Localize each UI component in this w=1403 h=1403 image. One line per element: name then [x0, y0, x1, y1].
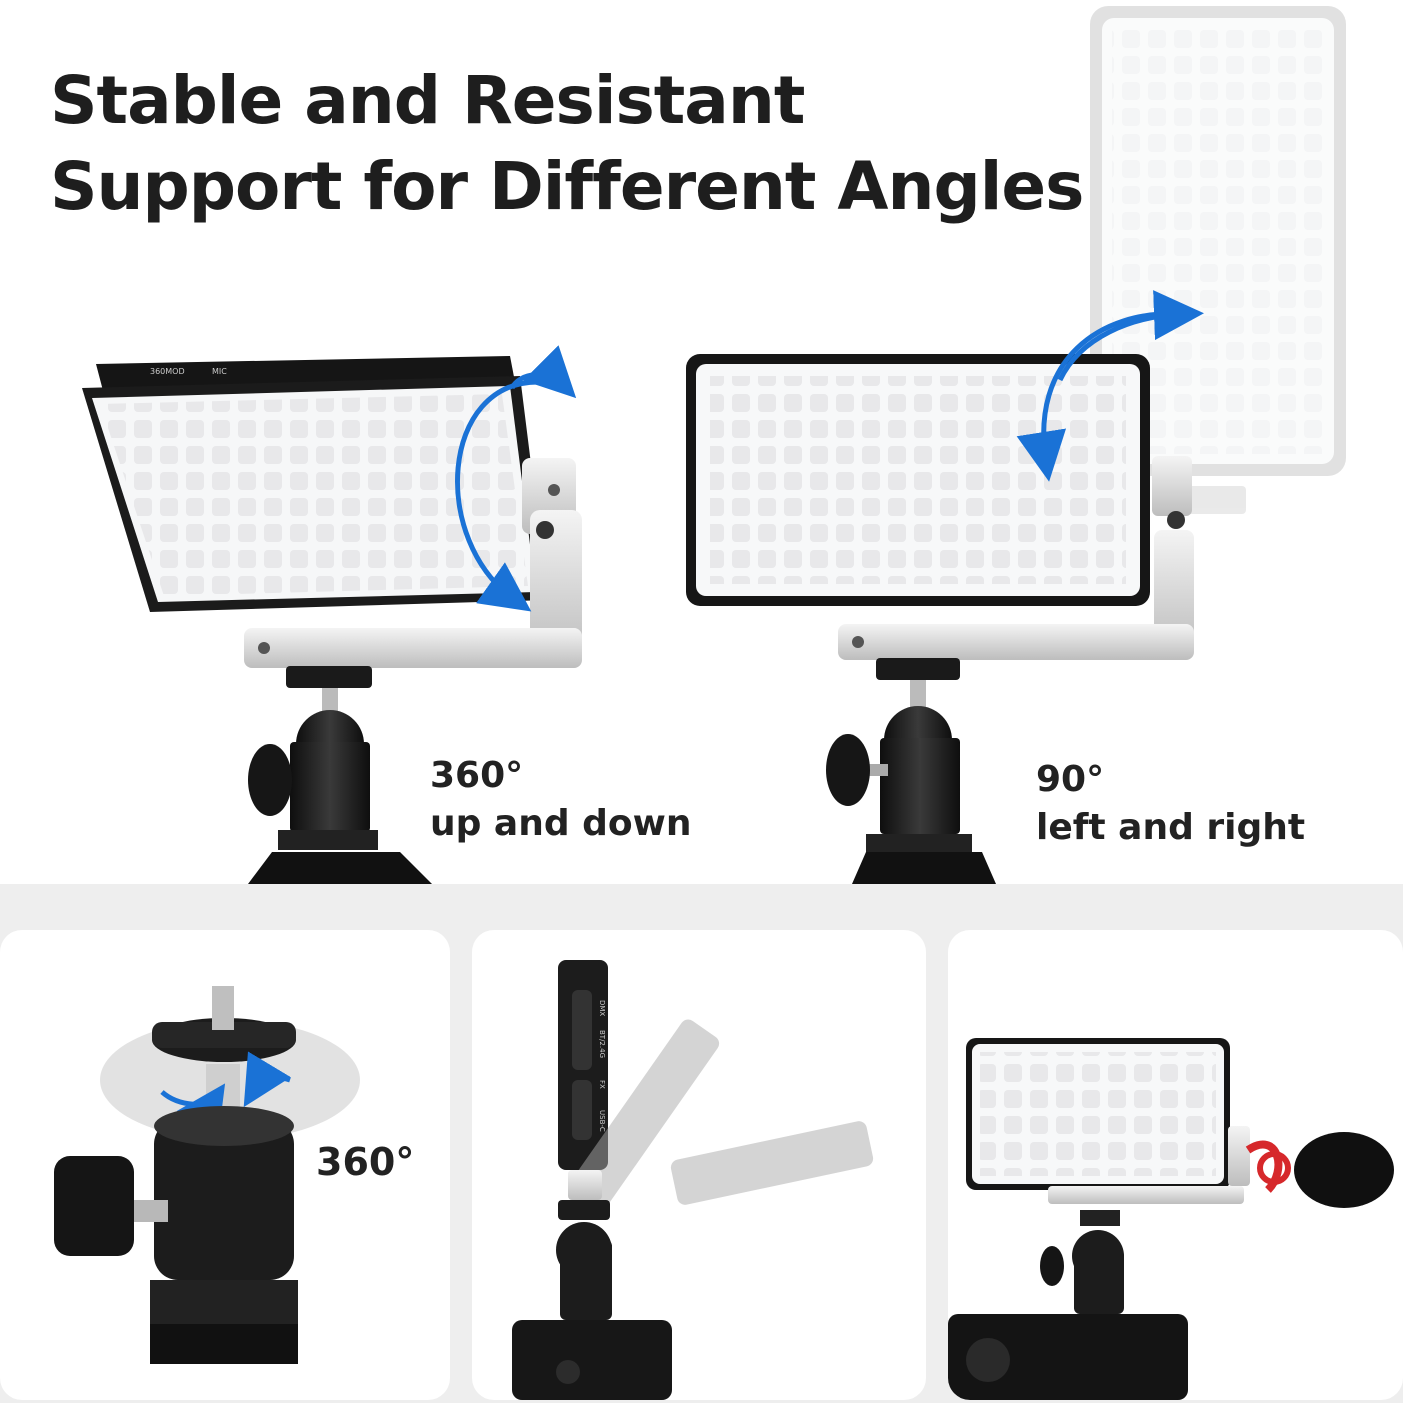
ball-head-360-label: 360°: [316, 1140, 415, 1184]
port-label-dmx: DMX: [598, 1000, 606, 1016]
led-panel-rotated-ghost: [1090, 6, 1346, 514]
caption-up-down: 360° up and down: [430, 752, 692, 848]
panel-camera-setup: [948, 930, 1403, 1400]
caption-left-right-angle: 90°: [1036, 759, 1105, 800]
device-label-mic: MIC: [212, 367, 227, 376]
rotate-arrow-vertical: [455, 379, 541, 612]
panel-vertical-rotation: DMX BT/2.4G FX USB-C: [472, 930, 926, 1400]
l-bracket-left: [244, 458, 582, 668]
rotate-arrow-horizontal-top: [1057, 290, 1204, 382]
caption-up-down-angle: 360°: [430, 755, 524, 796]
port-label-fx: FX: [598, 1080, 606, 1089]
ball-head-right: [826, 658, 996, 884]
caption-left-right-text: left and right: [1036, 807, 1306, 848]
led-panel-left: 360MOD MIC: [82, 356, 556, 612]
l-bracket-right: [838, 456, 1194, 660]
headline-line-2: Support for Different Angles: [50, 148, 1084, 225]
product-illustration-top: 360MOD MIC: [82, 6, 1346, 884]
light-rotation-illustration: DMX BT/2.4G FX USB-C: [512, 960, 874, 1400]
port-label-usbc: USB-C: [598, 1110, 606, 1132]
port-label-bt: BT/2.4G: [598, 1030, 606, 1058]
rotate-arrow-vertical-top: [509, 345, 577, 399]
panel-ball-head: [0, 930, 450, 1400]
ball-head-left: [248, 666, 432, 884]
headline-line-1: Stable and Resistant: [50, 62, 805, 139]
camera-setup-illustration: [948, 1038, 1394, 1400]
rotate-arrow-horizontal: [1016, 311, 1181, 482]
led-panel-right: [686, 354, 1150, 606]
caption-left-right: 90° left and right: [1036, 756, 1305, 852]
caption-up-down-text: up and down: [430, 803, 692, 844]
headline: Stable and Resistant Support for Differe…: [50, 58, 1084, 230]
ball-head-closeup: [54, 986, 360, 1364]
device-label-mod: 360MOD: [150, 367, 185, 376]
